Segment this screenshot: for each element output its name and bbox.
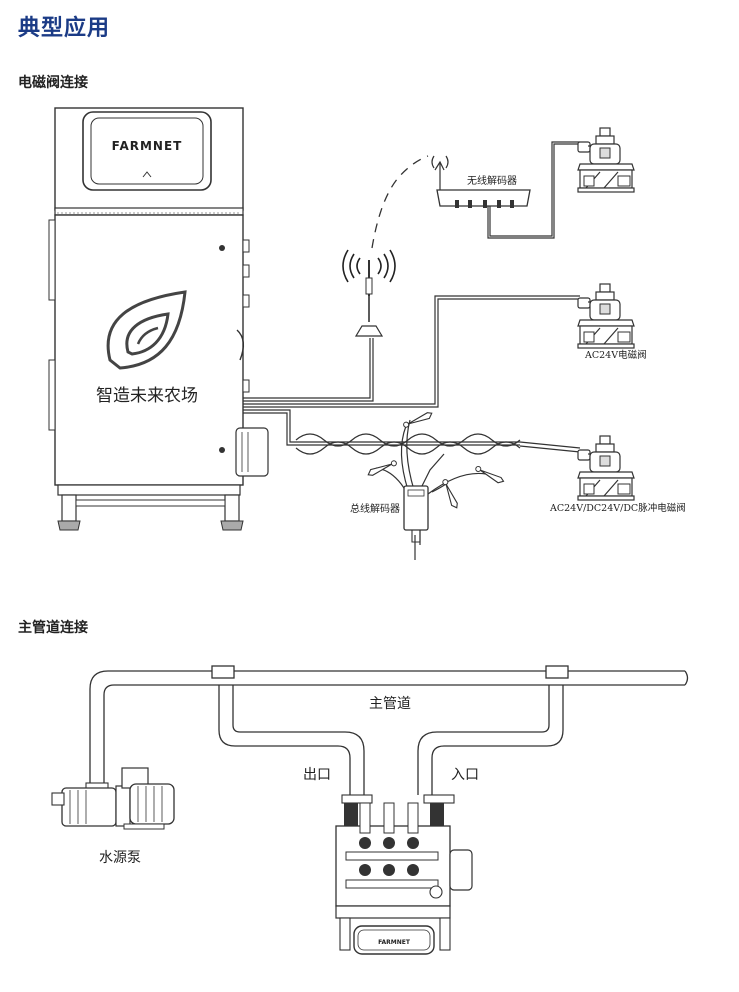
- solenoid-valve-ac24v: [577, 283, 635, 349]
- probe-wire-top: [401, 410, 434, 429]
- bus-decoder-label: 总线解码器: [350, 502, 400, 515]
- signal-waves: [342, 249, 396, 283]
- page-title: 典型应用: [18, 16, 111, 41]
- wireless-decoder-label: 无线解码器: [467, 174, 517, 187]
- ac24v-valve-label: AC24V电磁阀: [584, 349, 647, 361]
- probe-wire-right: [474, 463, 506, 486]
- wireless-decoder: [431, 155, 531, 208]
- water-pump: [51, 767, 175, 830]
- wires: [243, 141, 581, 560]
- bus-decoder: [403, 485, 429, 543]
- inlet-label: 入口: [451, 767, 479, 783]
- probe-wire-left: [366, 459, 399, 478]
- solenoid-valve-pulse: [577, 435, 635, 501]
- antenna: [354, 260, 384, 337]
- controller-cabinet: [48, 107, 269, 531]
- main-pipe-label: 主管道: [369, 696, 411, 712]
- section-title-solenoid: 电磁阀连接: [18, 75, 88, 91]
- fertigation-unit: [335, 794, 473, 955]
- pump-label: 水源泵: [99, 850, 141, 866]
- outlet-label: 出口: [303, 767, 331, 783]
- section-title-pipeline: 主管道连接: [18, 620, 88, 636]
- pulse-valve-label: AC24V/DC24V/DC脉冲电磁阀: [549, 502, 686, 514]
- solenoid-valve-wireless: [577, 127, 635, 193]
- main-pipe: [89, 665, 689, 795]
- unit-brand: FARMNET: [378, 939, 411, 946]
- probe-wire-bottom: [441, 477, 460, 510]
- controller-slogan: 智造未来农场: [96, 386, 198, 406]
- controller-brand: FARMNET: [112, 139, 183, 153]
- wireless-link-dashed: [371, 155, 429, 249]
